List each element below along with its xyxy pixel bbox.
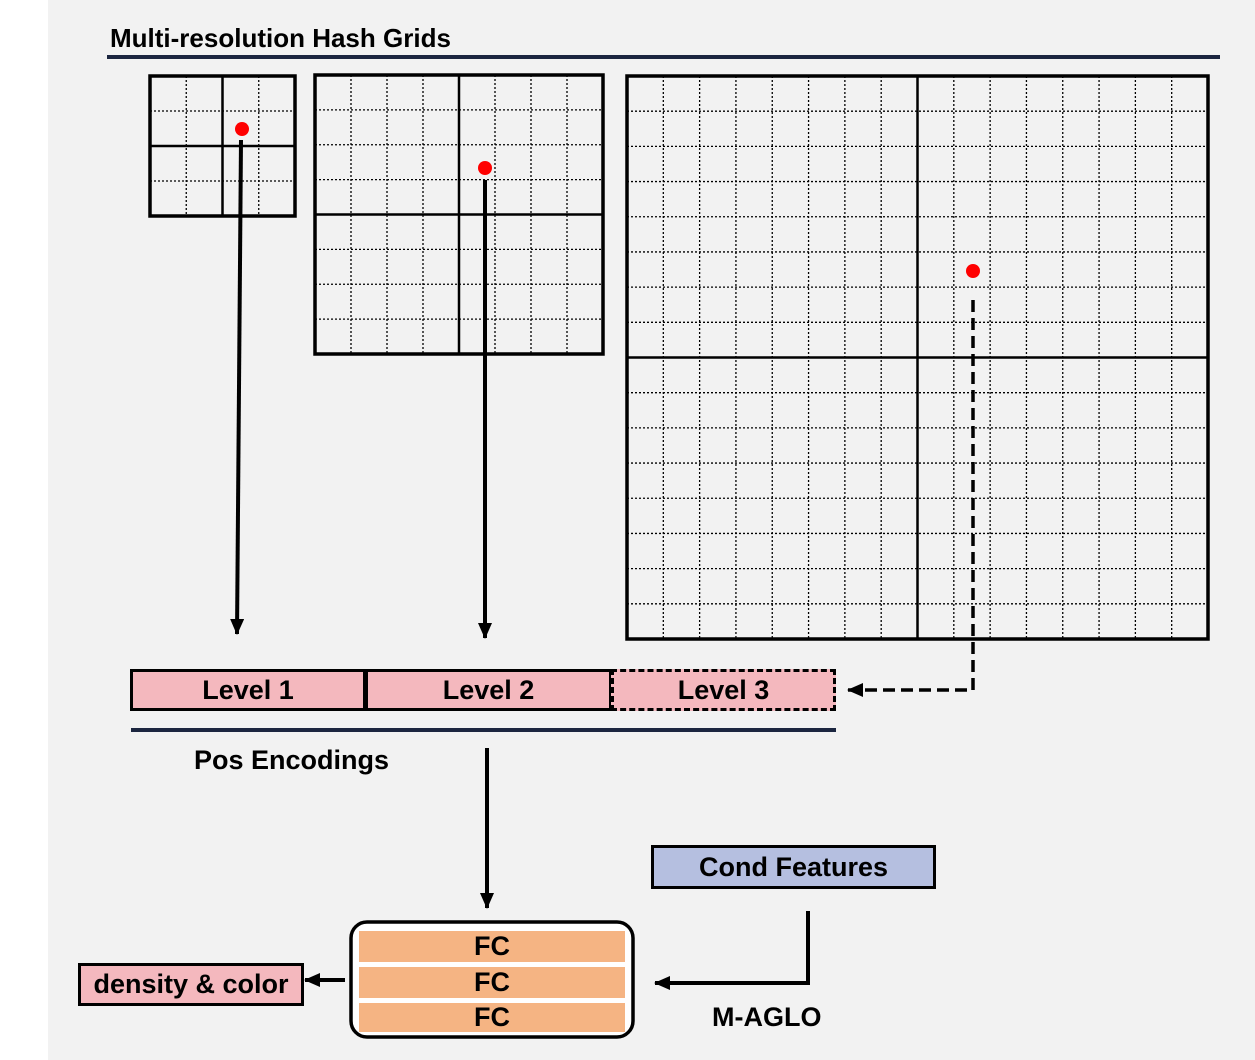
level-3-box: Level 3: [611, 669, 836, 711]
page-title: Multi-resolution Hash Grids: [110, 23, 451, 53]
sample-point-level-1: [235, 122, 249, 136]
level-1-box: Level 1: [130, 669, 366, 711]
grid-border: [313, 73, 605, 356]
grid-border: [148, 74, 297, 218]
output-box: density & color: [78, 963, 304, 1006]
sample-point-level-2: [478, 161, 492, 175]
hash-grid-level-1: [148, 74, 297, 218]
hash-grid-level-3: [625, 74, 1210, 641]
fc-layer-2: FC: [359, 967, 625, 998]
hash-grid-level-2: [313, 73, 605, 356]
arrow-grid3-to-level3: [847, 300, 975, 697]
cond-features-box: Cond Features: [651, 845, 936, 889]
m-aglo-label: M-AGLO: [712, 1002, 822, 1032]
fc-layer-3: FC: [359, 1002, 625, 1032]
grid-border: [625, 74, 1210, 641]
arrow-grid1-to-level1: [230, 139, 245, 635]
pos-encodings-label: Pos Encodings: [194, 745, 390, 775]
sample-point-level-3: [966, 264, 980, 278]
arrow-cond-to-mlp: [654, 911, 810, 990]
fc-layer-1: FC: [359, 931, 625, 962]
level-2-box: Level 2: [365, 669, 612, 711]
